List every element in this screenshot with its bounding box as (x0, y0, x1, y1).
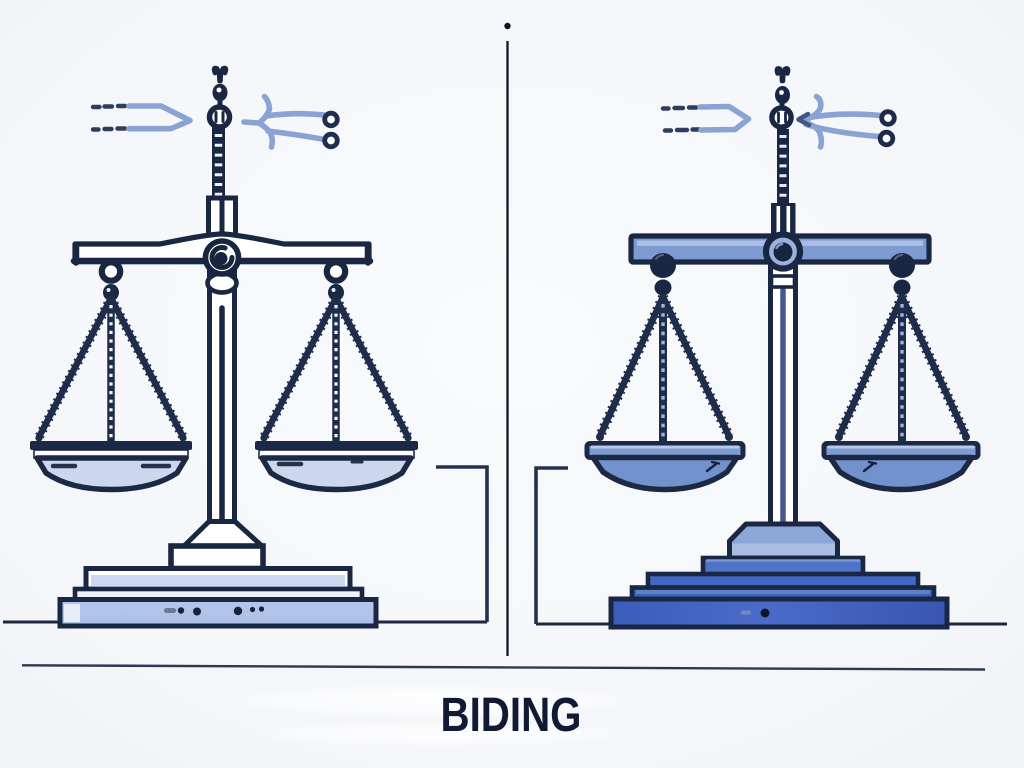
svg-text:BIDING: BIDING (441, 688, 582, 742)
